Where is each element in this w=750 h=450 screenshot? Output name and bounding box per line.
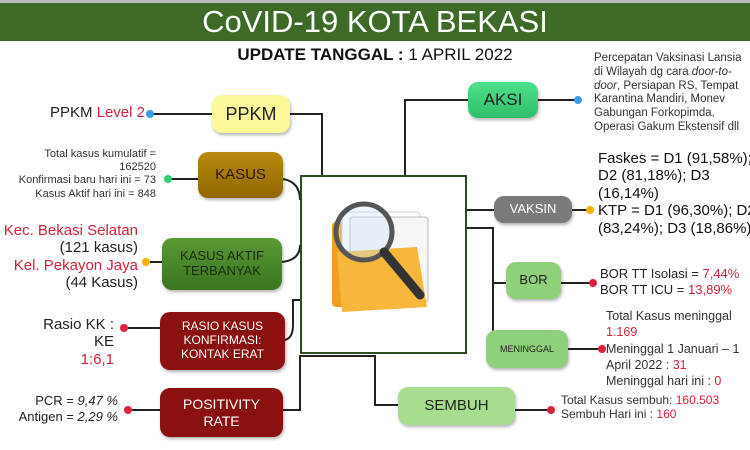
node-kasus-aktif[interactable]: KASUS AKTIF TERBANYAK <box>162 238 282 290</box>
rasio-label: Rasio KK : <box>43 316 114 333</box>
kasus-text: Total kasus kumulatif = 162520 Konfirmas… <box>19 148 156 201</box>
connector-dots <box>120 96 606 414</box>
kelurahan: Kel. Pekayon Jaya <box>13 256 138 274</box>
vaksin-faskes: Faskes = D1 (91,58%); D2 (81,18%); D3 (1… <box>598 150 750 202</box>
kasus-total-label: Total kasus kumulatif = <box>44 148 156 160</box>
kasus-konfirmasi: Konfirmasi baru hari ini = 73 <box>18 174 156 187</box>
rasio-text: Rasio KK : KE 1:6,1 <box>43 316 114 368</box>
ppkm-prefix: PPKM <box>49 104 93 121</box>
node-rasio[interactable]: RASIO KASUS KONFIRMASI: KONTAK ERAT <box>160 312 285 370</box>
kelurahan-count: (44 Kasus) <box>65 273 138 291</box>
antigen-label: Antigen = <box>18 408 78 424</box>
meninggal-range-value: 31 <box>672 357 687 372</box>
node-positivity[interactable]: POSITIVITY RATE <box>160 388 283 437</box>
page-title: CoVID-19 KOTA BEKASI <box>0 3 750 41</box>
bor-isolasi-label: BOR TT Isolasi = <box>600 266 703 281</box>
rasio-ke: KE <box>93 333 114 351</box>
vaksin-ktp: KTP = D1 (96,30%); D2 (83,24%); D3 (18,8… <box>598 202 750 237</box>
rasio-value: 1:6,1 <box>80 350 114 368</box>
node-meninggal[interactable]: MENINGGAL <box>486 330 568 368</box>
sembuh-total-label: Total Kasus sembuh: <box>561 393 673 407</box>
node-aksi[interactable]: AKSI <box>468 82 538 118</box>
top-strip <box>0 0 750 3</box>
vaksin-text: Faskes = D1 (91,58%); D2 (81,18%); D3 (1… <box>598 150 750 237</box>
bor-isolasi-value: 7,44% <box>702 266 740 281</box>
update-date-value: 1 APRIL 2022 <box>408 45 513 64</box>
node-ppkm[interactable]: PPKM <box>212 95 290 133</box>
aksi-text: Percepatan Vaksinasi Lansia di Wilayah d… <box>594 52 750 135</box>
aksi-post: , Persiapan RS, Tempat Karantina Mandiri… <box>594 79 740 133</box>
bor-icu-label: BOR TT ICU = <box>600 281 689 297</box>
meninggal-today-label: Meninggal hari ini : <box>606 374 711 388</box>
kecamatan: Kec. Bekasi Selatan <box>3 222 138 239</box>
ppkm-level: Level 2 <box>96 104 145 121</box>
node-kasus[interactable]: KASUS <box>198 152 283 198</box>
aksi-pre: Percepatan Vaksinasi Lansia di Wilayah d… <box>594 52 742 78</box>
kasus-aktif-hari-ini: Kasus Aktif hari ini = 848 <box>35 187 156 200</box>
kecamatan-count: (121 kasus) <box>59 239 138 257</box>
kasus-aktif-text: Kec. Bekasi Selatan (121 kasus) Kel. Pek… <box>4 222 138 291</box>
kasus-total-value: 162520 <box>119 161 156 174</box>
sembuh-today-label: Sembuh Hari ini : <box>561 407 654 422</box>
sembuh-text: Total Kasus sembuh: 160.503 Sembuh Hari … <box>561 393 719 422</box>
sembuh-total-value: 160.503 <box>675 393 720 407</box>
pcr-label: PCR = <box>35 393 78 408</box>
meninggal-today-value: 0 <box>714 374 722 388</box>
update-date: UPDATE TANGGAL : 1 APRIL 2022 <box>0 45 750 65</box>
meninggal-total-value: 1.169 <box>606 325 638 340</box>
node-vaksin[interactable]: VAKSIN <box>494 196 572 223</box>
center-folder-box <box>300 175 467 354</box>
aksi-italic: door-to-door <box>594 65 732 92</box>
folder-magnifier-icon <box>332 201 429 312</box>
positivity-text: PCR = 9,47 % Antigen = 2,29 % <box>19 393 118 424</box>
bor-icu-value: 13,89% <box>688 281 733 297</box>
meninggal-range-label: Meninggal 1 Januari – 1 April 2022 : <box>606 341 740 372</box>
sembuh-today-value: 160 <box>656 407 677 422</box>
bor-text: BOR TT Isolasi = 7,44% BOR TT ICU = 13,8… <box>600 266 739 297</box>
pcr-value: 9,47 % <box>77 393 118 408</box>
meninggal-text: Total Kasus meninggal 1.169 Meninggal 1 … <box>606 308 746 389</box>
update-label: UPDATE TANGGAL : <box>237 45 404 64</box>
antigen-value: 2,29 % <box>77 408 118 424</box>
ppkm-text: PPKM Level 2 <box>50 104 145 122</box>
node-bor[interactable]: BOR <box>506 262 561 299</box>
node-sembuh[interactable]: SEMBUH <box>398 387 515 425</box>
meninggal-total-label: Total Kasus meninggal <box>606 309 732 323</box>
